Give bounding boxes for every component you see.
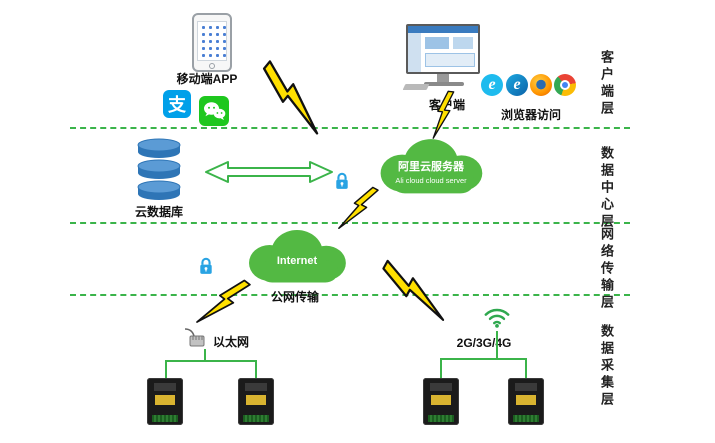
chrome-browser-icon [554,74,576,96]
mobile-app-label: 移动端APP [176,72,238,86]
chrome-icon-dot [562,82,568,88]
device-terminal-block [152,415,178,422]
public-network-label: 公网传输 [270,290,320,304]
cloud-database-icon [137,138,181,200]
smartphone-icon [192,13,232,72]
device-display [154,383,176,391]
keyboard-icon [402,84,430,90]
layer-label-network: 网络传输层 [599,227,614,312]
connector-line [440,358,526,360]
device-label-sticker [431,395,451,405]
monitor-screen-panel [425,37,449,49]
device-label-sticker [516,395,536,405]
ie-browser-icon: e [481,74,503,96]
ethernet-label: 以太网 [212,335,250,349]
device-label-sticker [155,395,175,405]
ie-glyph: e [488,76,496,93]
connector-line [255,360,257,378]
connector-line [440,358,442,378]
internet-cloud-node: Internet [237,227,357,287]
chrome-icon-center [560,80,570,90]
wechat-icon [199,96,229,126]
phone-home-button [209,63,215,69]
monitor-stand [437,74,449,82]
wechat-bubbles [199,96,229,126]
monitor-screen-panel [453,37,473,49]
monitor-screen [406,24,480,74]
lightning-bolt-client-to-cloud [427,89,458,141]
ali-cloud-label-cn: 阿里云服务器 [398,160,464,173]
internet-label: Internet [276,255,318,267]
phone-screen [197,21,227,61]
device-display [430,383,452,391]
alipay-icon: 支 [163,90,191,118]
rtu-device-1 [147,378,183,425]
lightning-bolt-app-to-cloud [242,52,344,144]
connector-line [204,349,206,361]
cloud-db-label: 云数据库 [134,205,184,219]
cellular-label: 2G/3G/4G [456,336,512,350]
connector-line [496,331,498,359]
edge-glyph: e [513,76,521,93]
lightning-bolt-internet-to-cellular [359,250,471,331]
firefox-browser-icon [530,74,552,96]
layer-label-client: 客户端层 [599,50,614,118]
device-terminal-block [513,415,539,422]
rtu-device-3 [423,378,459,425]
edge-browser-icon: e [506,74,528,96]
connector-line [165,360,167,378]
monitor-screen-sidebar [408,33,421,72]
rtu-device-2 [238,378,274,425]
wifi-signal-icon [484,308,510,328]
connector-line [165,360,257,362]
sync-double-arrow [205,161,333,183]
device-display [515,383,537,391]
monitor-base [424,82,464,86]
alipay-glyph: 支 [168,95,186,115]
rtu-device-4 [508,378,544,425]
lock-icon [334,171,350,191]
ali-cloud-label-en: Ali cloud cloud server [395,175,467,185]
monitor-screen-panel [425,53,475,67]
device-label-sticker [246,395,266,405]
device-terminal-block [428,415,454,422]
device-display [245,383,267,391]
ethernet-plug-icon [184,328,205,347]
layer-label-datacenter: 数据中心层 [599,146,614,231]
connector-line [525,358,527,378]
monitor-screen-header [408,26,478,33]
layer-separator-1 [70,127,630,129]
desktop-monitor-icon [402,24,480,92]
layer-separator-3 [70,294,630,296]
ali-cloud-server-node: 阿里云服务器 Ali cloud cloud server [368,136,494,198]
lock-icon [198,256,214,276]
layer-separator-2 [70,222,630,224]
browser-access-label: 浏览器访问 [500,108,562,122]
layer-label-collection: 数据采集层 [599,324,614,409]
device-terminal-block [243,415,269,422]
